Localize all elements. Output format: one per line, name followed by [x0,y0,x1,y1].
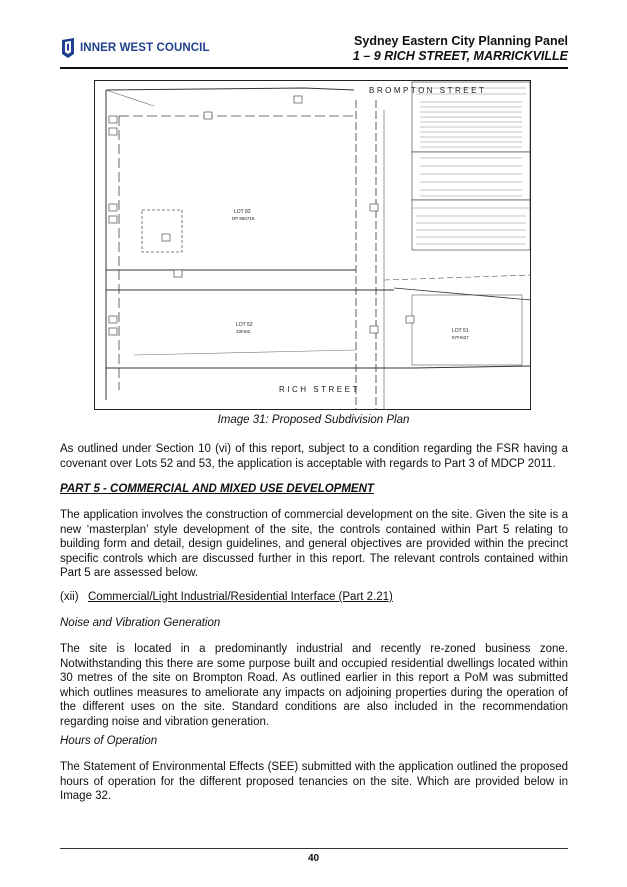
paragraph-mdcp-part3: As outlined under Section 10 (vi) of thi… [60,443,568,470]
page-number: 40 [307,853,320,864]
item-title: Commercial/Light Industrial/Residential … [88,591,393,603]
plan-lot-middle-dp: 33ІЧ62 [236,329,251,334]
paragraph-noise: The site is located in a predominantly i… [60,643,568,728]
item-number: (xii) [60,591,79,603]
site-address: 1 – 9 RICH STREET, MARRICKVILLE [352,49,568,63]
plan-lot-right: LOT 51 [452,328,469,334]
plan-street-top: BROMPTON STREET [369,86,486,95]
item-heading: (xii) Commercial/Light Industrial/Residen… [60,590,568,605]
plan-lot-right-dp: 57ІЧ627 [452,335,469,340]
page-header: INNER WEST COUNCIL Sydney Eastern City P… [60,28,568,69]
plan-lot-upper-dp: DP 860719 [232,216,255,221]
plan-lot-middle: LOT 52 [236,322,253,328]
council-logo-icon [62,38,74,58]
council-logo: INNER WEST COUNCIL [60,38,210,58]
plan-lot-upper: LOT 83 [234,209,251,215]
subdivision-plan-drawing: BROMPTON STREET RICH STREET LOT 83 DP 86… [94,80,531,410]
image-caption: Image 31: Proposed Subdivision Plan [217,414,410,426]
subheading-hours: Hours of Operation [60,735,158,747]
logo-text: INNER WEST COUNCIL [80,42,210,54]
paragraph-part5-intro: The application involves the constructio… [60,509,568,579]
paragraph-hours: The Statement of Environmental Effects (… [60,761,568,802]
panel-title: Sydney Eastern City Planning Panel [354,34,568,48]
subheading-noise: Noise and Vibration Generation [60,617,221,629]
footer-rule [60,848,568,849]
plan-street-bottom: RICH STREET [279,385,360,394]
section-heading-part5: PART 5 - COMMERCIAL AND MIXED USE DEVELO… [60,483,374,495]
header-rule [60,67,568,69]
